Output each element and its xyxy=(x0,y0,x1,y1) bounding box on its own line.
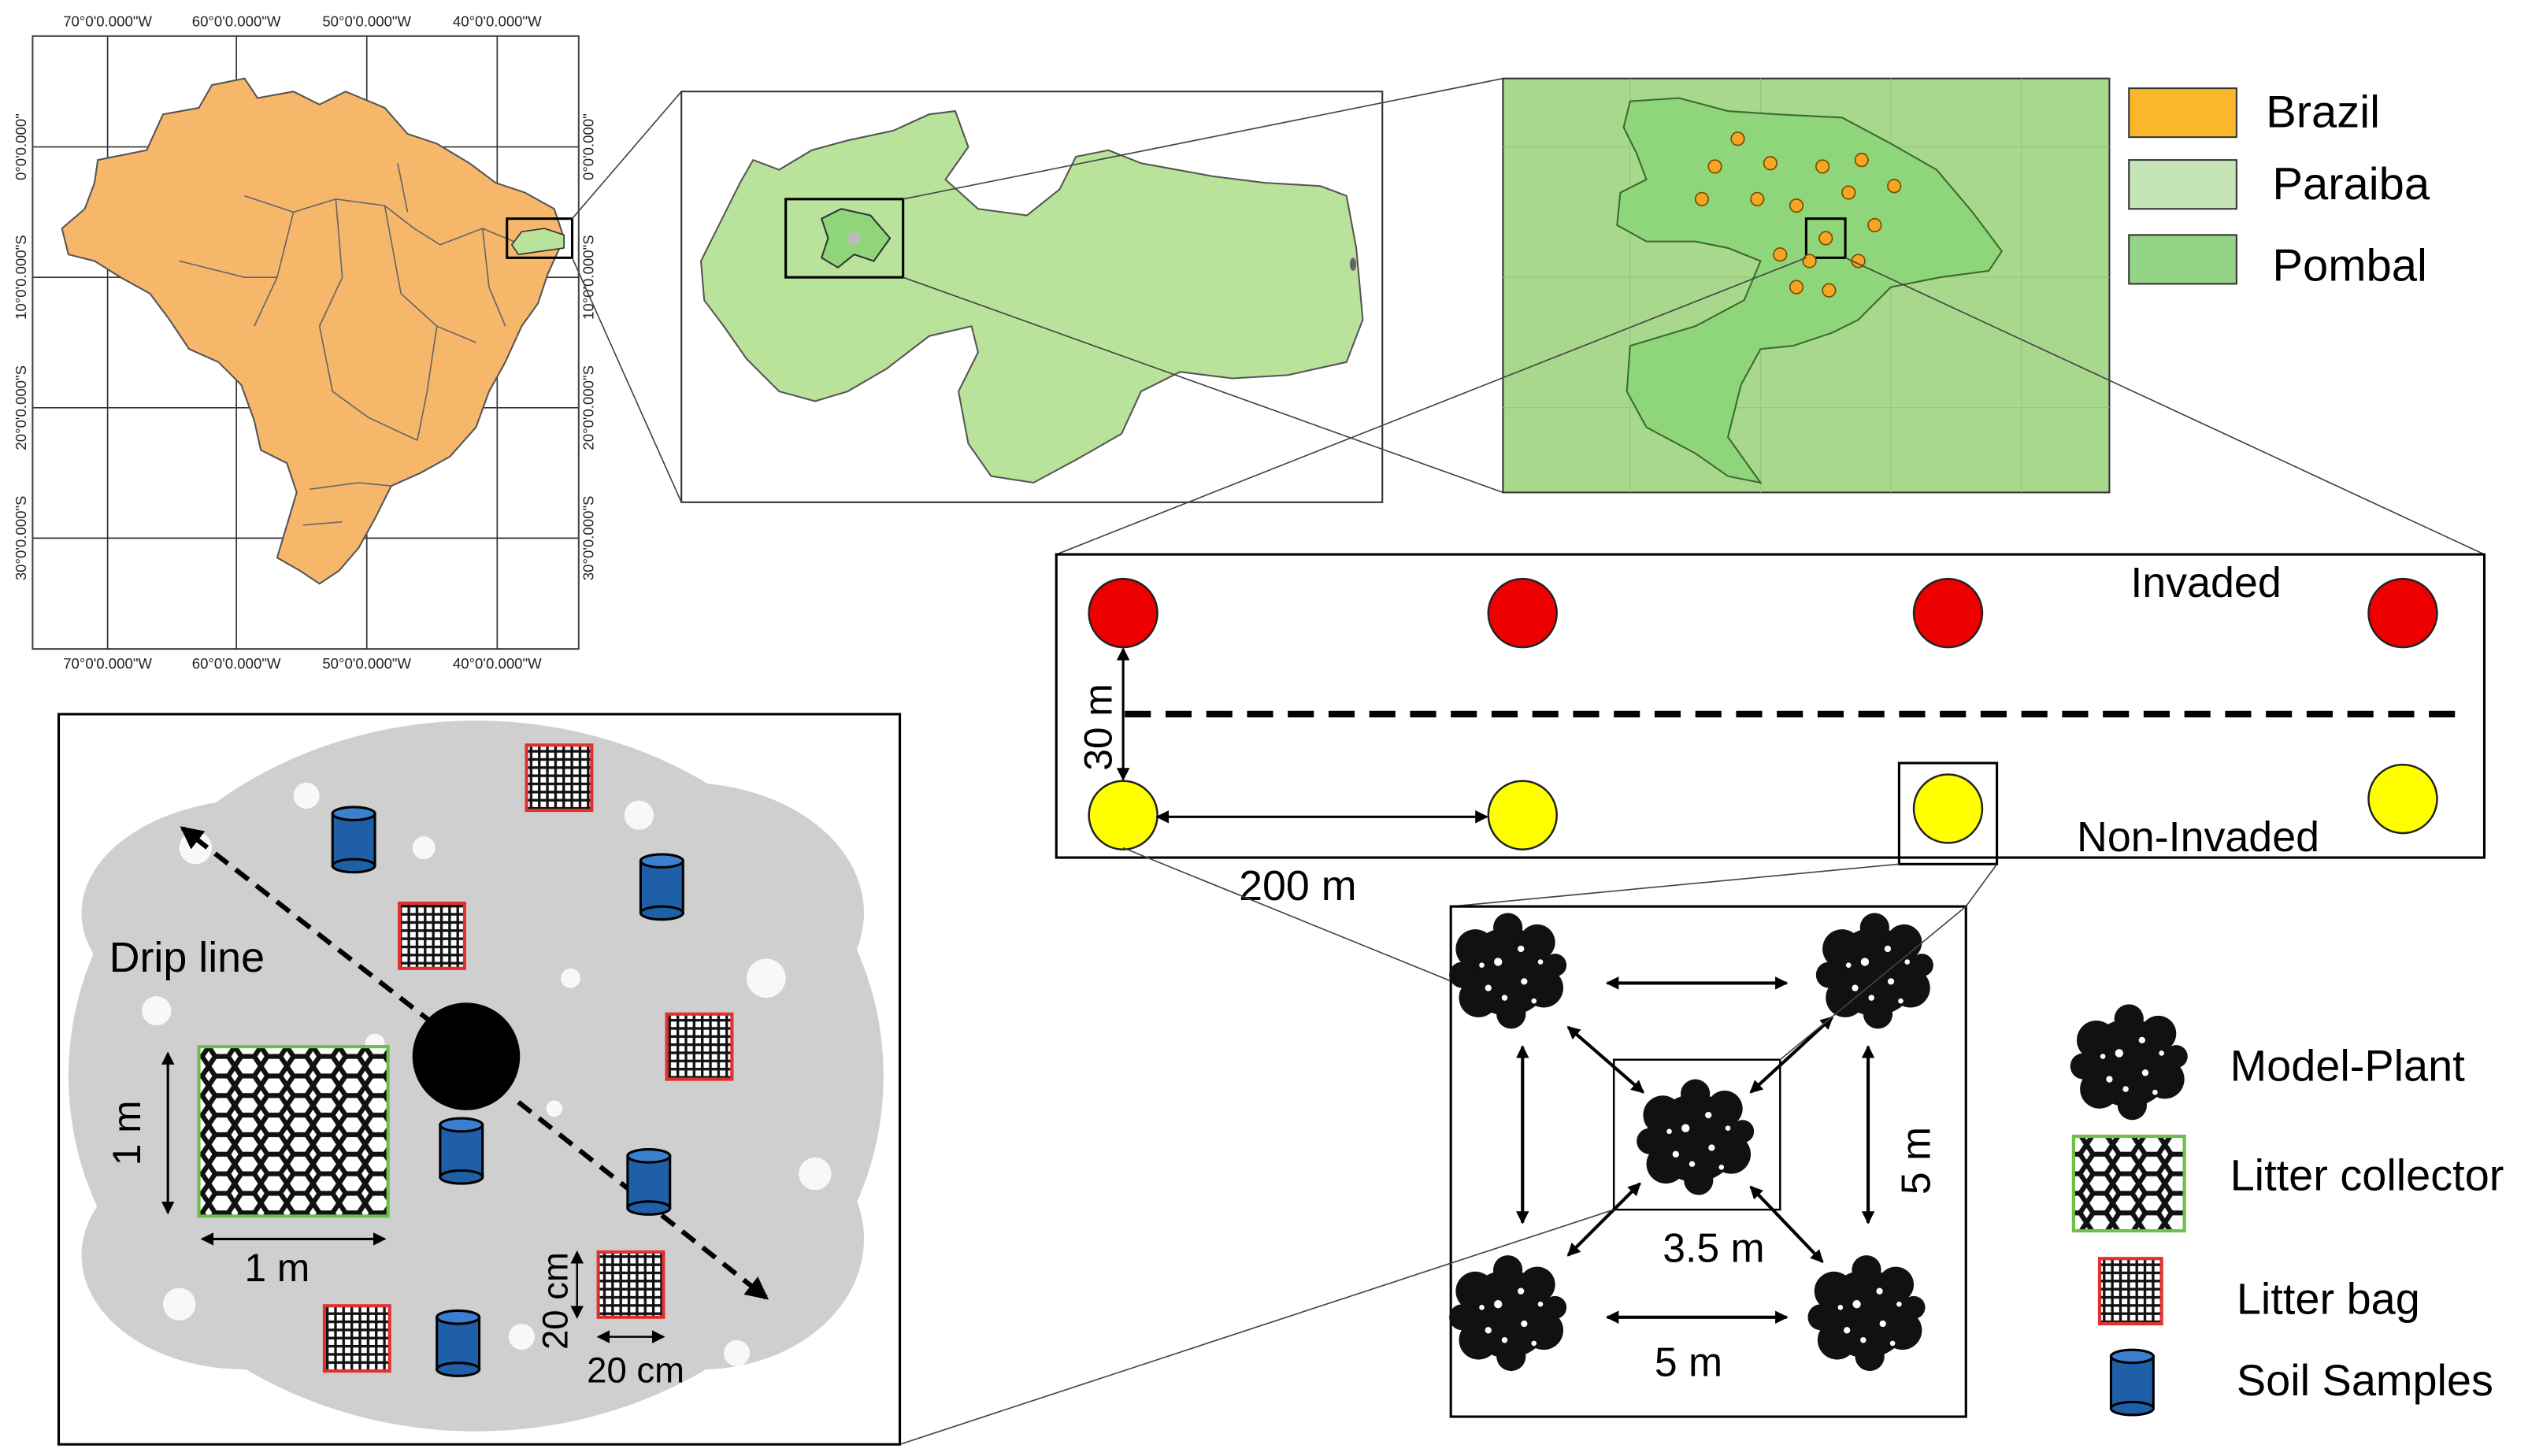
selected-plot-box xyxy=(1897,761,1999,865)
paraiba-mini-shape xyxy=(510,228,565,256)
bottom-distance-label: 5 m xyxy=(1655,1339,1722,1384)
legend-label-pombal: Pombal xyxy=(2272,240,2426,291)
pombal-mini-dot xyxy=(847,232,861,245)
paraiba-inset-box xyxy=(506,217,574,259)
lon-label-bottom-1: 70°0'0.000"W xyxy=(63,655,152,672)
transect-panel: Invaded Non-Invaded 30 m 200 m xyxy=(1055,553,2486,910)
study-site-dots xyxy=(1694,132,1902,298)
study-site-box xyxy=(1804,217,1847,259)
lat-label-left-2: 10°0'0.000"S xyxy=(13,235,29,320)
lat-label-left-1: 0°0'0.000" xyxy=(13,113,29,180)
cylinder-icon xyxy=(2109,1348,2155,1417)
legend-swatch-paraiba xyxy=(2128,159,2237,210)
legend-label-soil-samples: Soil Samples xyxy=(2237,1355,2493,1405)
soil-sample-2 xyxy=(639,853,684,921)
net-icon xyxy=(2071,1134,2186,1233)
litter-collector xyxy=(197,1045,390,1218)
legend-swatch-pombal xyxy=(2128,234,2237,285)
lon-label-bottom-2: 60°0'0.000"W xyxy=(192,655,281,672)
drip-line-arrow-upper xyxy=(180,826,436,1026)
drip-line-label: Drip line xyxy=(109,934,265,981)
litter-bags xyxy=(322,743,734,1373)
zoom-lines-5 xyxy=(899,906,1967,1445)
arrow-diag-bl xyxy=(1566,1182,1641,1257)
lat-label-left-3: 20°0'0.000"S xyxy=(13,365,29,450)
trunk-center xyxy=(412,1002,521,1110)
symbol-legend: Model-Plant Litter collector Litter bag … xyxy=(2070,1004,2504,1417)
brazil-shape xyxy=(61,77,565,585)
zoom-lines-1 xyxy=(571,91,682,503)
lon-label-top-4: 40°0'0.000"W xyxy=(453,13,542,29)
lon-label-bottom-4: 40°0'0.000"W xyxy=(453,655,542,672)
lon-label-top-1: 70°0'0.000"W xyxy=(63,13,152,29)
lat-label-right-3: 20°0'0.000"S xyxy=(580,365,596,450)
side-distance-label: 5 m xyxy=(1893,1127,1939,1195)
collector-width-label: 1 m xyxy=(244,1246,310,1290)
soil-sample-3 xyxy=(439,1117,484,1185)
lon-label-top-2: 60°0'0.000"W xyxy=(192,13,281,29)
lat-label-left-4: 30°0'0.000"S xyxy=(13,496,29,581)
collector-height-label: 1 m xyxy=(105,1100,149,1165)
arrow-diag-tl xyxy=(1566,1025,1644,1094)
legend-label-brazil: Brazil xyxy=(2266,87,2380,138)
brazil-map-panel: 70°0'0.000"W 60°0'0.000"W 50°0'0.000"W 4… xyxy=(13,13,596,672)
soil-sample-4 xyxy=(626,1148,672,1216)
legend-label-litter-collector: Litter collector xyxy=(2230,1150,2504,1199)
plot-layout-panel: 3.5 m 5 m 5 m xyxy=(1449,905,1967,1418)
legend-swatch-brazil xyxy=(2128,87,2237,139)
soil-sample-5 xyxy=(436,1309,481,1377)
lon-label-bottom-3: 50°0'0.000"W xyxy=(322,655,411,672)
paraiba-map-panel xyxy=(680,91,1384,503)
arrow-diag-tr xyxy=(1749,1016,1834,1094)
horizontal-distance-label: 200 m xyxy=(1239,862,1357,910)
tree-icon xyxy=(2070,1004,2188,1121)
brazil-state-borders xyxy=(179,163,522,526)
canopy-detail-panel: Drip line 1 m 1 m 20 cm 20 cm xyxy=(57,713,902,1446)
paraiba-shape xyxy=(699,109,1364,484)
island-mark xyxy=(1349,257,1357,271)
legend-label-litter-bag: Litter bag xyxy=(2237,1274,2420,1324)
invaded-points xyxy=(1088,577,2438,649)
pombal-inset-box xyxy=(784,198,905,279)
non-invaded-points xyxy=(1088,763,2438,850)
pombal-shape xyxy=(1616,97,2004,484)
lat-label-right-4: 30°0'0.000"S xyxy=(580,496,596,581)
zoom-lines-2 xyxy=(903,77,1503,494)
lat-label-right-2: 10°0'0.000"S xyxy=(580,235,596,320)
arrow-diag-br xyxy=(1749,1185,1824,1263)
invaded-label: Invaded xyxy=(2130,559,2281,606)
zoom-lines-4 xyxy=(1122,847,1998,987)
lon-label-top-3: 50°0'0.000"W xyxy=(322,13,411,29)
bag-height-label: 20 cm xyxy=(535,1252,575,1350)
bag-icon xyxy=(2097,1257,2163,1326)
legend-label-model-plant: Model-Plant xyxy=(2230,1041,2466,1091)
lat-label-right-1: 0°0'0.000" xyxy=(580,113,596,180)
legend-label-paraiba: Paraiba xyxy=(2272,159,2430,209)
bag-width-label: 20 cm xyxy=(587,1350,684,1391)
map-legend: Brazil Paraiba Pombal xyxy=(2128,87,2430,291)
center-plant-box xyxy=(1612,1058,1781,1211)
non-invaded-label: Non-Invaded xyxy=(2077,813,2319,861)
zoom-lines-3 xyxy=(1055,257,2485,555)
pombal-map-panel xyxy=(1502,77,2111,494)
diag-distance-label: 3.5 m xyxy=(1663,1224,1764,1270)
vertical-distance-label: 30 m xyxy=(1077,684,1121,770)
soil-sample-1 xyxy=(331,806,376,874)
